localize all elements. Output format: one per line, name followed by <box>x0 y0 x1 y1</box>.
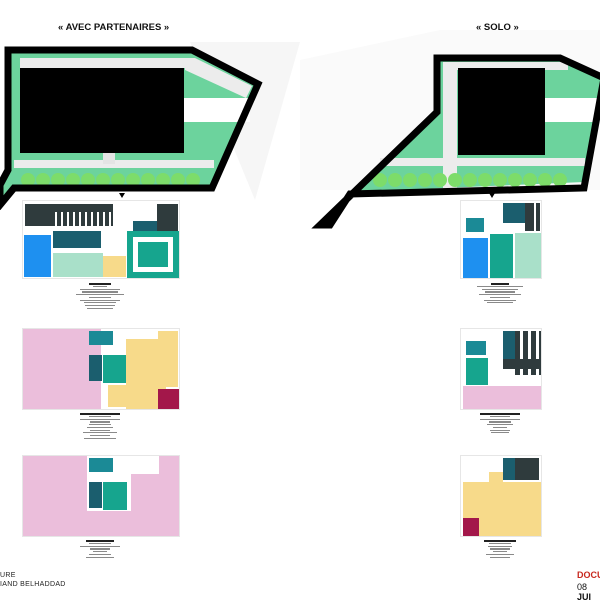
entrance-arrow-icon <box>489 193 495 198</box>
entrance-arrow-icon <box>119 193 125 198</box>
building-footprint <box>20 68 184 153</box>
tree-row <box>21 173 200 187</box>
document-date: 08 JUI <box>577 582 600 602</box>
footer-line-1: URE <box>0 572 16 579</box>
path <box>103 150 115 164</box>
date-month: JUI <box>577 592 592 602</box>
floor-caption <box>470 283 530 304</box>
path <box>185 58 252 98</box>
path <box>380 158 585 166</box>
floor-caption <box>470 540 530 558</box>
site-boundary <box>0 46 263 210</box>
path <box>443 62 568 70</box>
tree-row <box>373 173 567 187</box>
floor-plan-solo-ground <box>460 200 542 279</box>
building-footprint <box>458 68 545 155</box>
courtyard <box>545 98 600 122</box>
site-plan-solo <box>300 30 600 229</box>
floor-plan-partners-level1 <box>22 328 180 410</box>
floor-plan-solo-level1 <box>460 328 542 410</box>
path <box>20 58 190 68</box>
date-day: 08 <box>577 582 588 592</box>
scenario-title-partners: « AVEC PARTENAIRES » <box>58 22 170 33</box>
path <box>443 62 457 190</box>
site-plan-partners <box>0 42 300 210</box>
floor-plan-solo-level2 <box>460 455 542 537</box>
courtyard <box>184 98 250 122</box>
footer-line-2: IAND BELHADDAD <box>0 581 66 588</box>
floor-plan-partners-level2 <box>22 455 180 537</box>
floor-plan-partners-ground <box>22 200 180 279</box>
document-label: DOCU <box>577 570 600 580</box>
site-boundary <box>311 54 600 229</box>
floor-caption <box>60 283 140 309</box>
scenario-title-solo: « SOLO » <box>476 22 519 33</box>
floor-caption <box>60 540 140 558</box>
floor-caption <box>470 413 530 434</box>
floor-caption <box>60 413 140 439</box>
